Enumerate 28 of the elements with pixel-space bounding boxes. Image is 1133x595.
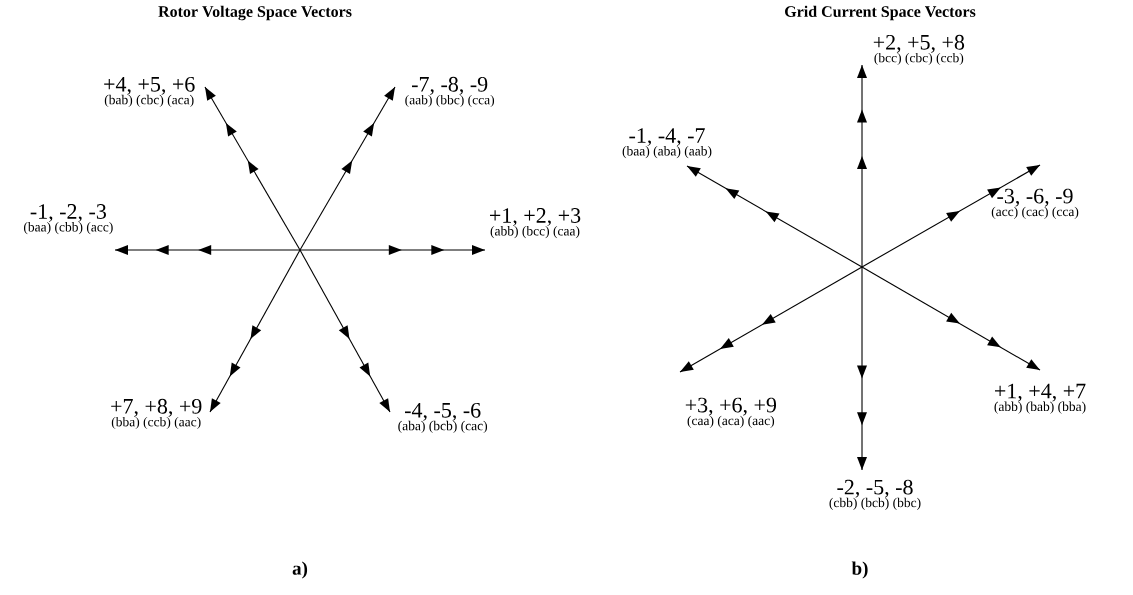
vector-label: +3, +6, +9 (caa) (aca) (aac) bbox=[685, 397, 777, 428]
vector-label: -1, -4, -7 (baa) (aba) (aab) bbox=[622, 128, 712, 159]
vector-label: -3, -6, -9 (acc) (cac) (cca) bbox=[991, 188, 1079, 219]
panel-title: Rotor Voltage Space Vectors bbox=[158, 5, 352, 21]
arrow bbox=[861, 164, 1041, 268]
panel-title: Grid Current Space Vectors bbox=[785, 5, 976, 21]
arrow bbox=[299, 245, 486, 255]
panel-letter: a) bbox=[292, 561, 308, 579]
arrow bbox=[861, 266, 1041, 371]
arrow bbox=[299, 249, 391, 413]
vector-label: -1, -2, -3 (baa) (cbb) (acc) bbox=[23, 204, 113, 235]
vector-label: +1, +4, +7 (abb) (bab) (bba) bbox=[994, 383, 1086, 414]
vector-label: +7, +8, +9 (bba) (ccb) (aac) bbox=[111, 398, 202, 430]
arrow bbox=[686, 165, 863, 268]
arrow bbox=[114, 245, 301, 255]
arrow bbox=[857, 64, 867, 268]
vector-label: -4, -5, -6 (aba) (bcb) (cac) bbox=[398, 402, 488, 434]
vector-label: +1, +2, +3 (abb) (bcc) (caa) bbox=[490, 208, 581, 239]
vector-label: -2, -5, -8 (cbb) (bcb) (bbc) bbox=[829, 479, 921, 510]
arrow bbox=[857, 266, 867, 471]
arrow bbox=[299, 86, 396, 251]
arrow bbox=[209, 249, 301, 413]
panel-letter: b) bbox=[851, 561, 868, 579]
arrow bbox=[679, 266, 863, 373]
vector-label: +4, +5, +6 (bab) (cbc) (aca) bbox=[104, 76, 195, 108]
vector-label: +2, +5, +8 (bcc) (cbc) (ccb) bbox=[873, 34, 965, 66]
arrow bbox=[204, 86, 301, 251]
vector-label: -7, -8, -9 (aab) (bbc) (cca) bbox=[405, 76, 495, 108]
